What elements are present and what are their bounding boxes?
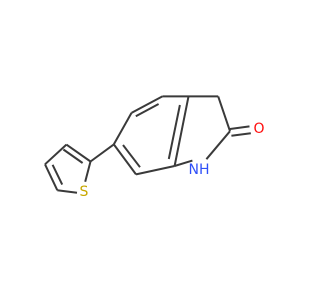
nitrogen-atom-label: NH bbox=[189, 162, 210, 178]
oxygen-atom-label: O bbox=[253, 121, 264, 137]
bond-c3-c2 bbox=[217, 96, 231, 132]
bond-n1-c7a bbox=[174, 159, 193, 167]
bond-c6-c7-inner bbox=[122, 144, 141, 168]
bond-thiophene-c2-c3 bbox=[65, 143, 92, 163]
bond-c7a-c3a-inner bbox=[167, 104, 181, 160]
bond-thiophene-s-c2 bbox=[84, 161, 92, 183]
bond-c4-c5-inner bbox=[135, 103, 160, 118]
molecule-structure: O NH S bbox=[44, 95, 265, 200]
bond-thiophene-c2-c3-inner bbox=[62, 148, 84, 164]
sulfur-atom-label: S bbox=[80, 184, 89, 200]
bond-c6-c7 bbox=[112, 143, 137, 175]
bond-thiophene-c3-c4 bbox=[44, 143, 68, 166]
bond-c2-n1 bbox=[205, 130, 231, 160]
bond-c5-c6 bbox=[112, 112, 133, 145]
bond-c4-c5 bbox=[131, 95, 163, 114]
bond-thiophene-c4-c5 bbox=[44, 163, 59, 191]
bond-c7-c7a bbox=[135, 165, 175, 176]
bond-c2-o-2 bbox=[231, 132, 251, 137]
bond-layer bbox=[44, 95, 251, 194]
bond-c2-o-1 bbox=[229, 125, 250, 130]
bond-c6-thiophene bbox=[89, 143, 115, 163]
bond-thiophene-c4-c5-inner bbox=[51, 164, 64, 186]
bond-c7a-c3a bbox=[173, 96, 190, 167]
bond-thiophene-c5-s bbox=[57, 189, 78, 194]
atom-label-layer: O NH S bbox=[80, 121, 265, 200]
